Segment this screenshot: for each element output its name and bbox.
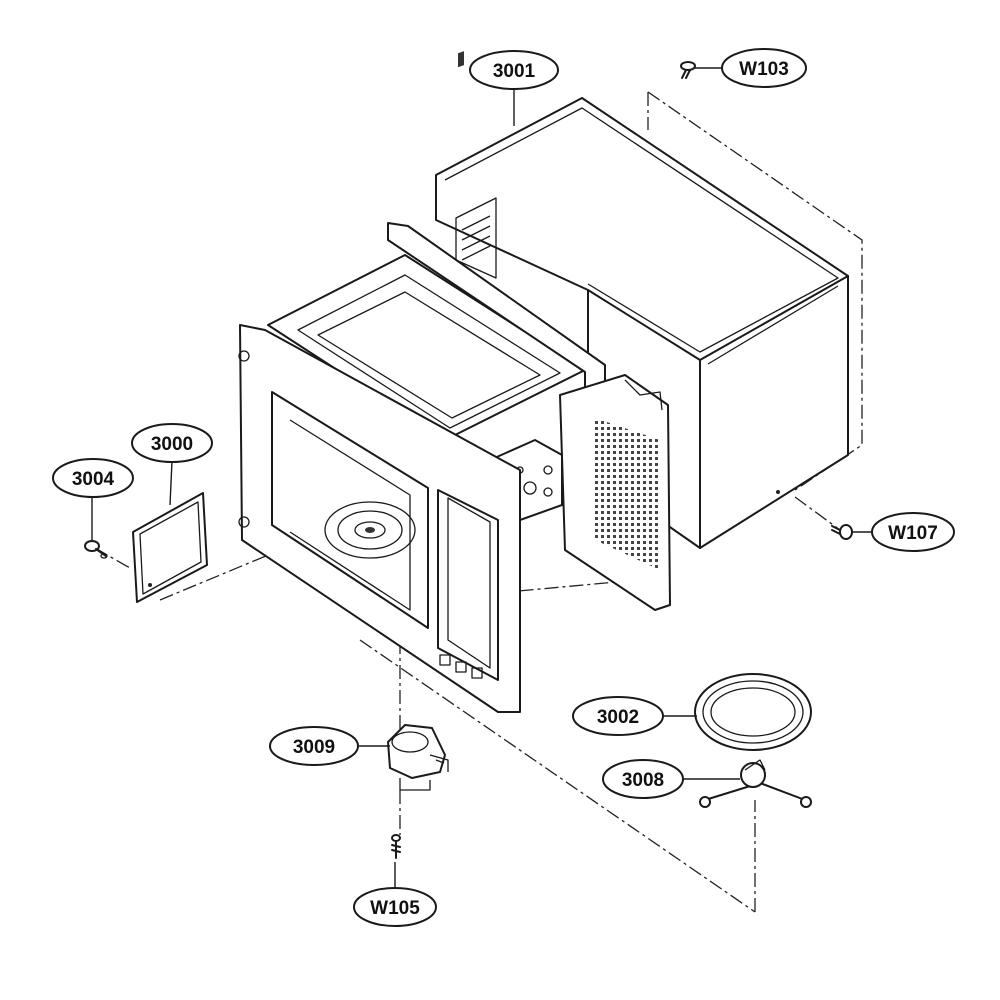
callout-3004-label: 3004 [72, 469, 115, 490]
callout-3000: 3000 [131, 423, 213, 463]
callout-w107-label: W107 [888, 523, 938, 544]
part-roller-ring [694, 673, 812, 751]
callout-3009-label: 3009 [293, 737, 335, 758]
callout-3000-label: 3000 [151, 434, 193, 455]
part-coupler [699, 759, 812, 808]
callout-3002-label: 3002 [597, 707, 639, 728]
callout-3001-label: 3001 [493, 61, 536, 82]
callout-w105: W105 [353, 887, 437, 927]
callout-3008: 3008 [602, 759, 684, 799]
outer-cabinet [435, 51, 849, 549]
screw-w103 [680, 61, 696, 79]
callout-w107: W107 [871, 512, 955, 552]
oven-chassis [238, 222, 671, 713]
screw-w107 [831, 524, 853, 540]
callout-w105-label: W105 [370, 898, 420, 919]
part-turntable-motor [387, 724, 449, 791]
callout-3002: 3002 [572, 696, 664, 736]
callout-3008-label: 3008 [622, 770, 664, 791]
cabinet-rear-vents [455, 51, 497, 279]
callout-w103-label: W103 [739, 59, 789, 80]
callout-3001: 3001 [469, 50, 559, 90]
callout-3004: 3004 [52, 458, 134, 498]
part-cover-plate [132, 492, 208, 603]
callout-3009: 3009 [269, 726, 359, 766]
part-screw-3004 [84, 540, 108, 559]
screw-w105 [391, 834, 401, 859]
callout-w103: W103 [721, 48, 807, 88]
